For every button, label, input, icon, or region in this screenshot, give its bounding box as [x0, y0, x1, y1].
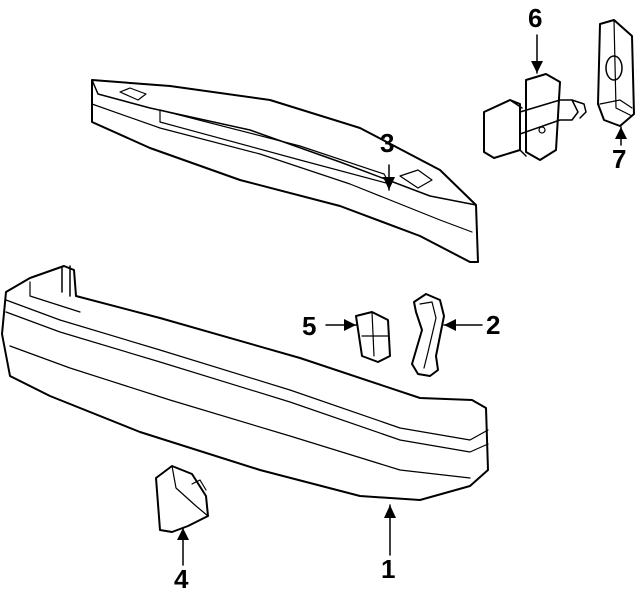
callout-3: 3 — [380, 128, 395, 158]
callout-6: 6 — [528, 3, 543, 33]
leader-lines — [177, 34, 627, 566]
bracket-small — [355, 311, 391, 363]
end-bracket — [155, 465, 209, 533]
mounting-bracket — [597, 19, 635, 127]
impact-bar — [91, 79, 479, 263]
bumper-cover — [1, 265, 489, 501]
callout-7: 7 — [612, 144, 627, 174]
callout-4: 4 — [174, 564, 189, 594]
callout-5: 5 — [302, 311, 317, 341]
guide-strip — [411, 293, 445, 377]
energy-absorber — [483, 73, 587, 161]
callout-1: 1 — [381, 554, 396, 584]
callout-2: 2 — [486, 310, 501, 340]
